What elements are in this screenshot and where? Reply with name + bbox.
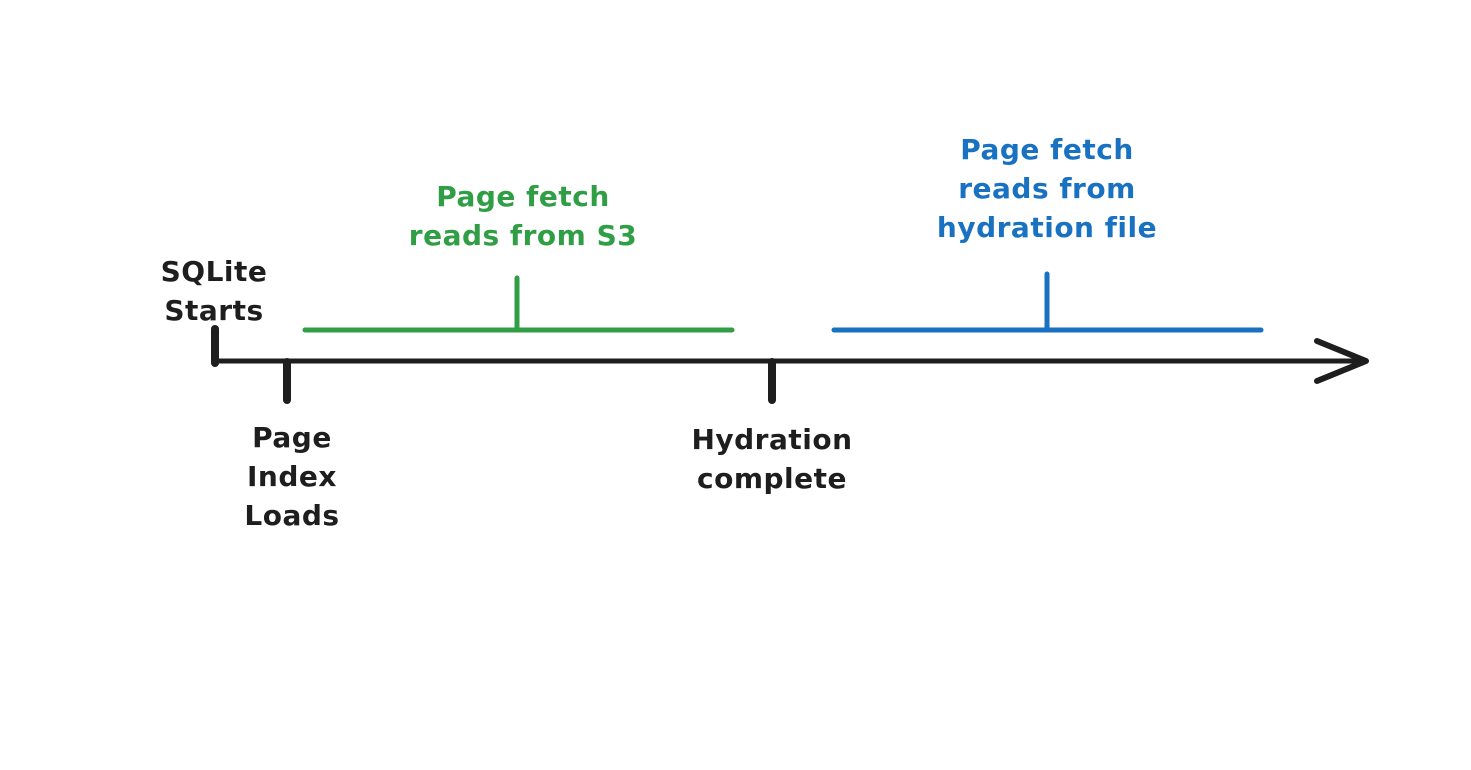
label-sqlite-starts: SQLite Starts xyxy=(160,255,268,327)
label-hydration-complete: Hydration complete xyxy=(691,423,853,495)
label-s3-span: Page fetch reads from S3 xyxy=(408,180,638,252)
label-hydration-span: Page fetch reads from hydration file xyxy=(936,133,1158,244)
timeline-arrowhead-icon xyxy=(1314,338,1369,384)
label-page-index-loads: Page Index Loads xyxy=(244,421,340,532)
